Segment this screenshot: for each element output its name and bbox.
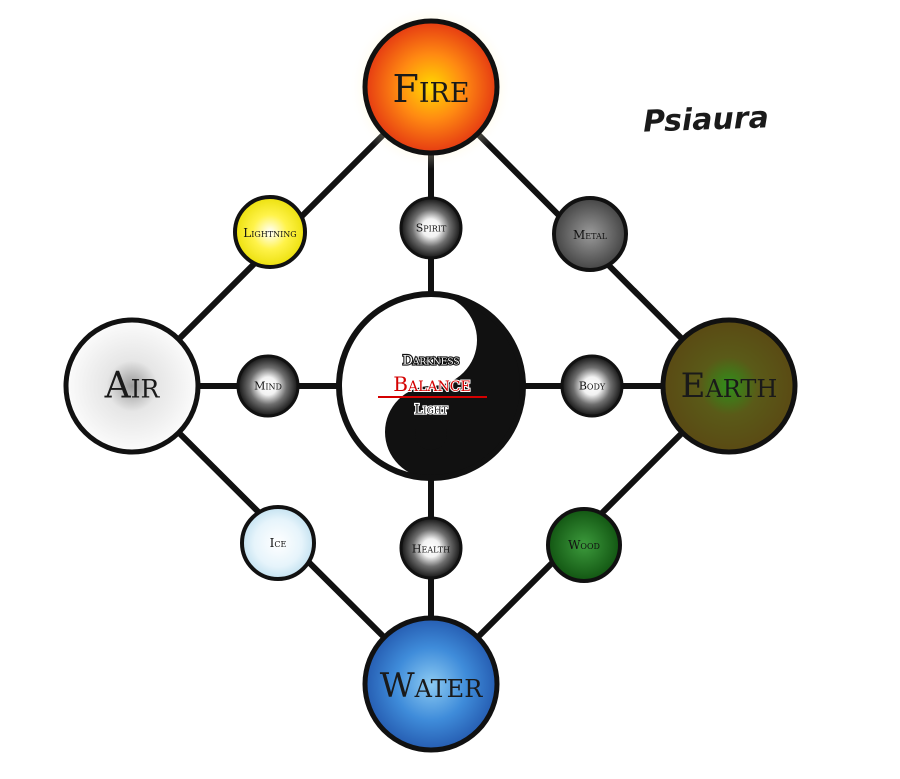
earth-label: Earth (681, 366, 778, 406)
psiaura-signature: Psiaura (643, 100, 770, 139)
earth-node: Earth (660, 317, 798, 455)
mind-circle (236, 354, 300, 418)
spirit-node: Spirit (399, 196, 463, 260)
yin-yang-light-dot (415, 322, 447, 354)
wood-circle (546, 507, 622, 583)
earth-circle (660, 317, 798, 455)
mind-label: Mind (254, 380, 282, 393)
fire-circle (362, 18, 500, 156)
air-node: Air (63, 317, 201, 455)
yin-yang-outline (336, 291, 526, 481)
balance-yin-yang: Darkness Balance Light (336, 291, 526, 481)
metal-label: Metal (573, 228, 608, 242)
fire-node: Fire (349, 5, 513, 169)
health-circle (399, 516, 463, 580)
spirit-label: Spirit (416, 222, 447, 235)
ice-label: Ice (270, 536, 287, 550)
metal-node: Metal (552, 196, 628, 272)
health-node: Health (399, 516, 463, 580)
mind-node: Mind (236, 354, 300, 418)
spirit-circle (399, 196, 463, 260)
wood-label: Wood (568, 538, 600, 552)
fire-label: Fire (392, 67, 469, 111)
body-circle (560, 354, 624, 418)
light-label: Light (414, 403, 447, 418)
water-node: Water (362, 615, 500, 753)
yin-yang-dark-dot (415, 418, 447, 450)
balance-label: Balance (393, 372, 470, 396)
water-label: Water (380, 666, 483, 706)
wood-node: Wood (546, 507, 622, 583)
metal-circle (552, 196, 628, 272)
air-label: Air (104, 366, 161, 407)
lightning-label: Lightning (243, 226, 296, 240)
water-circle (362, 615, 500, 753)
darkness-label: Darkness (402, 354, 459, 369)
lightning-node: Lightning (233, 195, 307, 269)
health-label: Health (412, 543, 450, 556)
body-label: Body (579, 380, 606, 393)
air-circle (63, 317, 201, 455)
ice-node: Ice (240, 505, 316, 581)
lightning-circle (233, 195, 307, 269)
body-node: Body (560, 354, 624, 418)
ice-circle (240, 505, 316, 581)
